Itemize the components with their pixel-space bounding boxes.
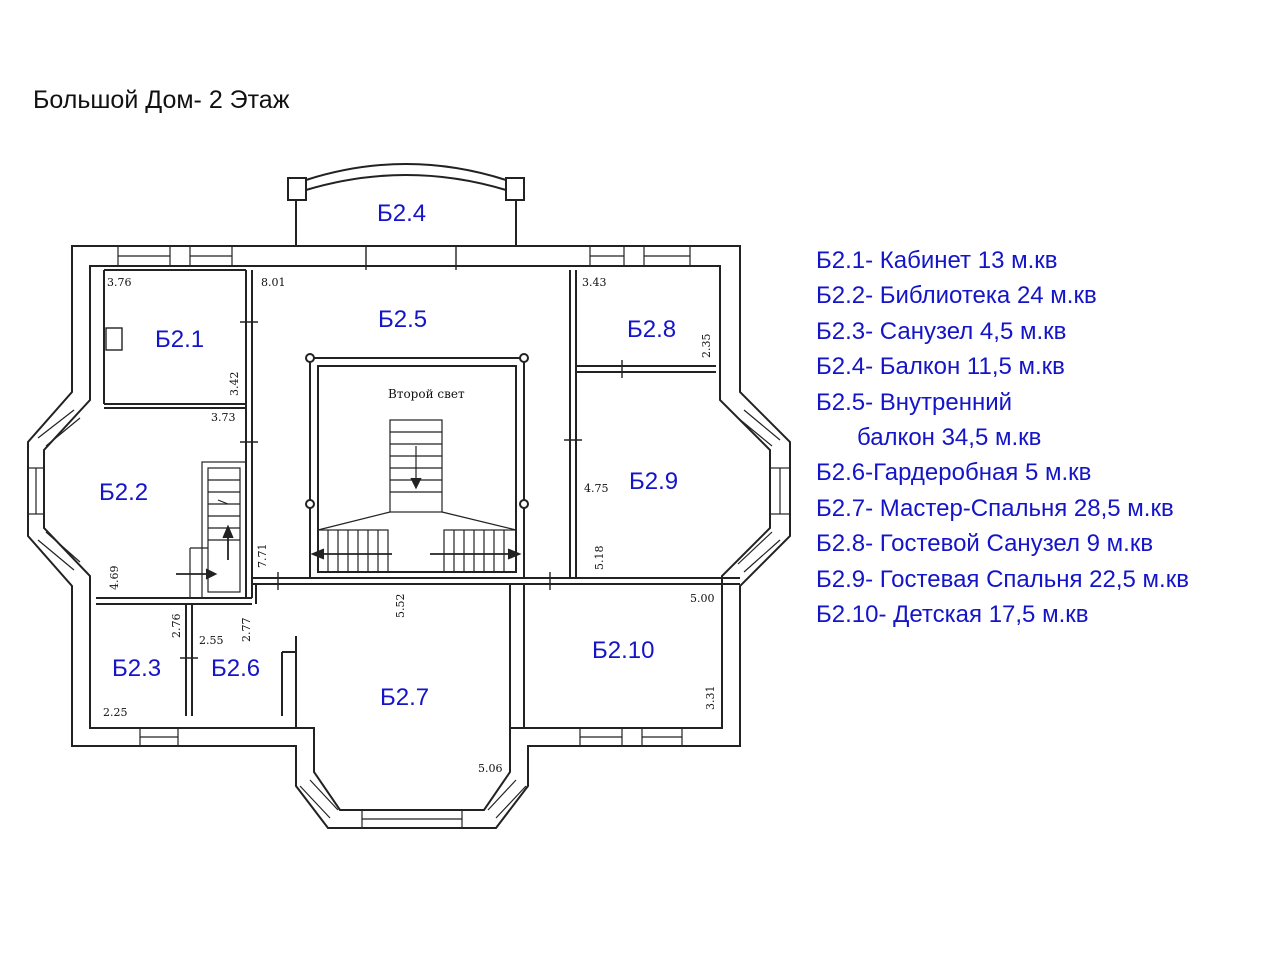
page-title: Большой Дом- 2 Этаж	[33, 86, 290, 114]
legend-item: Б2.10- Детская 17,5 м.кв	[816, 601, 1089, 629]
windows	[27, 245, 791, 829]
staircase	[310, 419, 522, 573]
exterior-wall-inner	[43, 265, 771, 811]
dimension-label: 2.77	[240, 618, 253, 643]
light-well-note: Второй свет	[388, 387, 465, 401]
room-legend: Б2.1- Кабинет 13 м.кв Б2.2- Библиотека 2…	[816, 243, 1189, 632]
room-label-b27: Б2.7	[380, 684, 429, 711]
room-label-b26: Б2.6	[211, 655, 260, 682]
dimension-label: 5.00	[690, 592, 715, 605]
room-label-b22: Б2.2	[99, 479, 148, 506]
dimension-label: 2.55	[199, 634, 224, 647]
room-label-b25: Б2.5	[378, 306, 427, 333]
legend-item: Б2.5- Внутренний	[816, 388, 1013, 416]
room-label-b23: Б2.3	[112, 655, 161, 682]
dimension-label: 3.31	[704, 686, 717, 711]
legend-item: Б2.6-Гардеробная 5 м.кв	[816, 459, 1092, 487]
dimension-label: 3.42	[228, 372, 241, 397]
room-label-b21: Б2.1	[155, 326, 204, 353]
dimension-label: 4.69	[108, 566, 121, 591]
light-well	[305, 353, 529, 579]
room-label-b28: Б2.8	[627, 316, 676, 343]
dimension-label: 8.01	[261, 276, 286, 289]
legend-item: Б2.4- Балкон 11,5 м.кв	[816, 353, 1065, 381]
room-label-b29: Б2.9	[629, 468, 678, 495]
dimension-label: 5.06	[478, 762, 503, 775]
library-staircase	[176, 461, 247, 599]
legend-item: Б2.9- Гостевая Спальня 22,5 м.кв	[816, 565, 1189, 593]
dimension-label: 2.35	[700, 334, 713, 359]
room-label-b24: Б2.4	[377, 200, 426, 227]
dimension-label: 3.43	[582, 276, 607, 289]
legend-item: Б2.7- Мастер-Спальня 28,5 м.кв	[816, 494, 1174, 522]
dimension-label: 5.18	[593, 546, 606, 571]
dimension-label: 3.73	[211, 411, 236, 424]
legend-item: Б2.2- Библиотека 24 м.кв	[816, 282, 1097, 310]
dimension-label: 7.71	[256, 544, 269, 569]
balcony-outline	[287, 163, 525, 246]
legend-item: балкон 34,5 м.кв	[857, 424, 1042, 452]
legend-item: Б2.3- Санузел 4,5 м.кв	[816, 317, 1067, 345]
door-marks	[105, 245, 623, 659]
room-label-b210: Б2.10	[592, 637, 654, 664]
legend-item: Б2.1- Кабинет 13 м.кв	[816, 247, 1058, 274]
exterior-wall-outer	[27, 245, 791, 829]
legend-item: Б2.8- Гостевой Санузел 9 м.кв	[816, 530, 1154, 558]
dimension-label: 3.76	[107, 276, 132, 289]
dimension-label: 2.76	[170, 614, 183, 639]
dimension-label: 2.25	[103, 706, 128, 719]
dimension-label: 5.52	[394, 594, 407, 619]
dimension-label: 4.75	[584, 482, 609, 495]
